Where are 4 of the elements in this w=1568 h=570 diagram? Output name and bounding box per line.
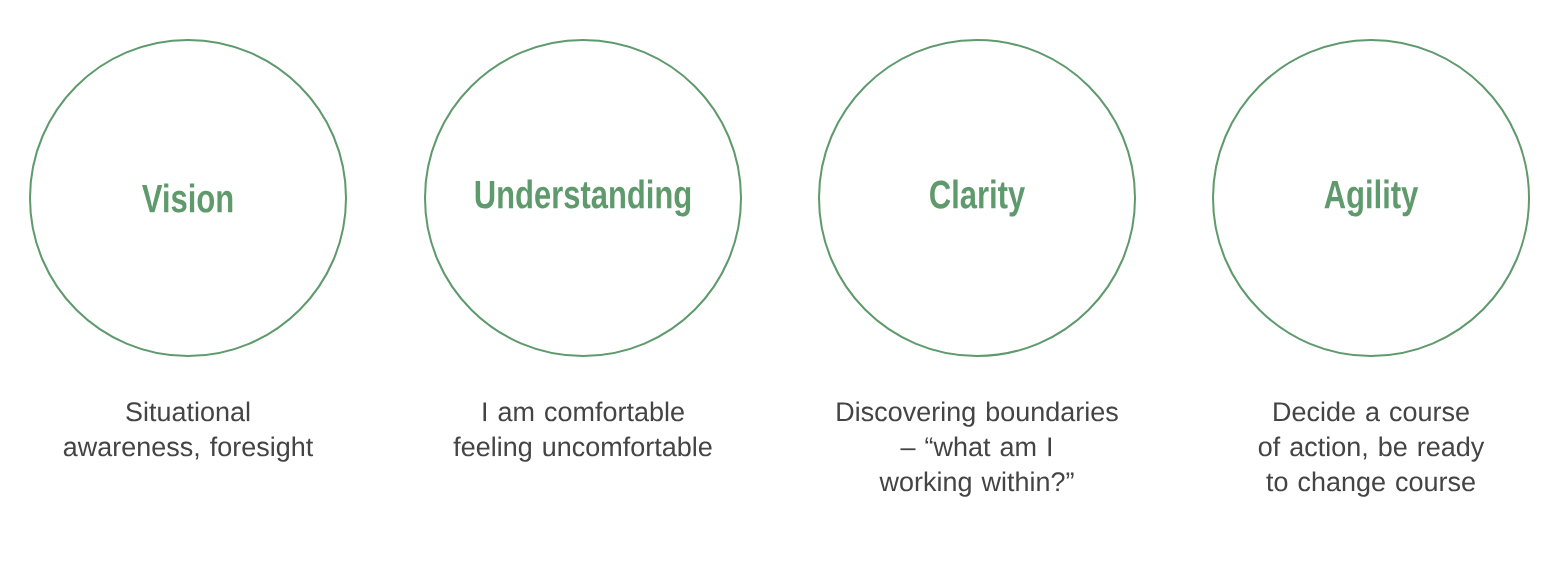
caption-text: Discovering boundaries – “what am I working within?” xyxy=(837,401,1118,497)
caption-text: I am comfortable feeling uncomfortable xyxy=(453,401,712,462)
caption-text: Decide a course of action, be ready to change course xyxy=(1258,401,1485,497)
caption-text: Situational awareness, foresight xyxy=(63,401,314,462)
